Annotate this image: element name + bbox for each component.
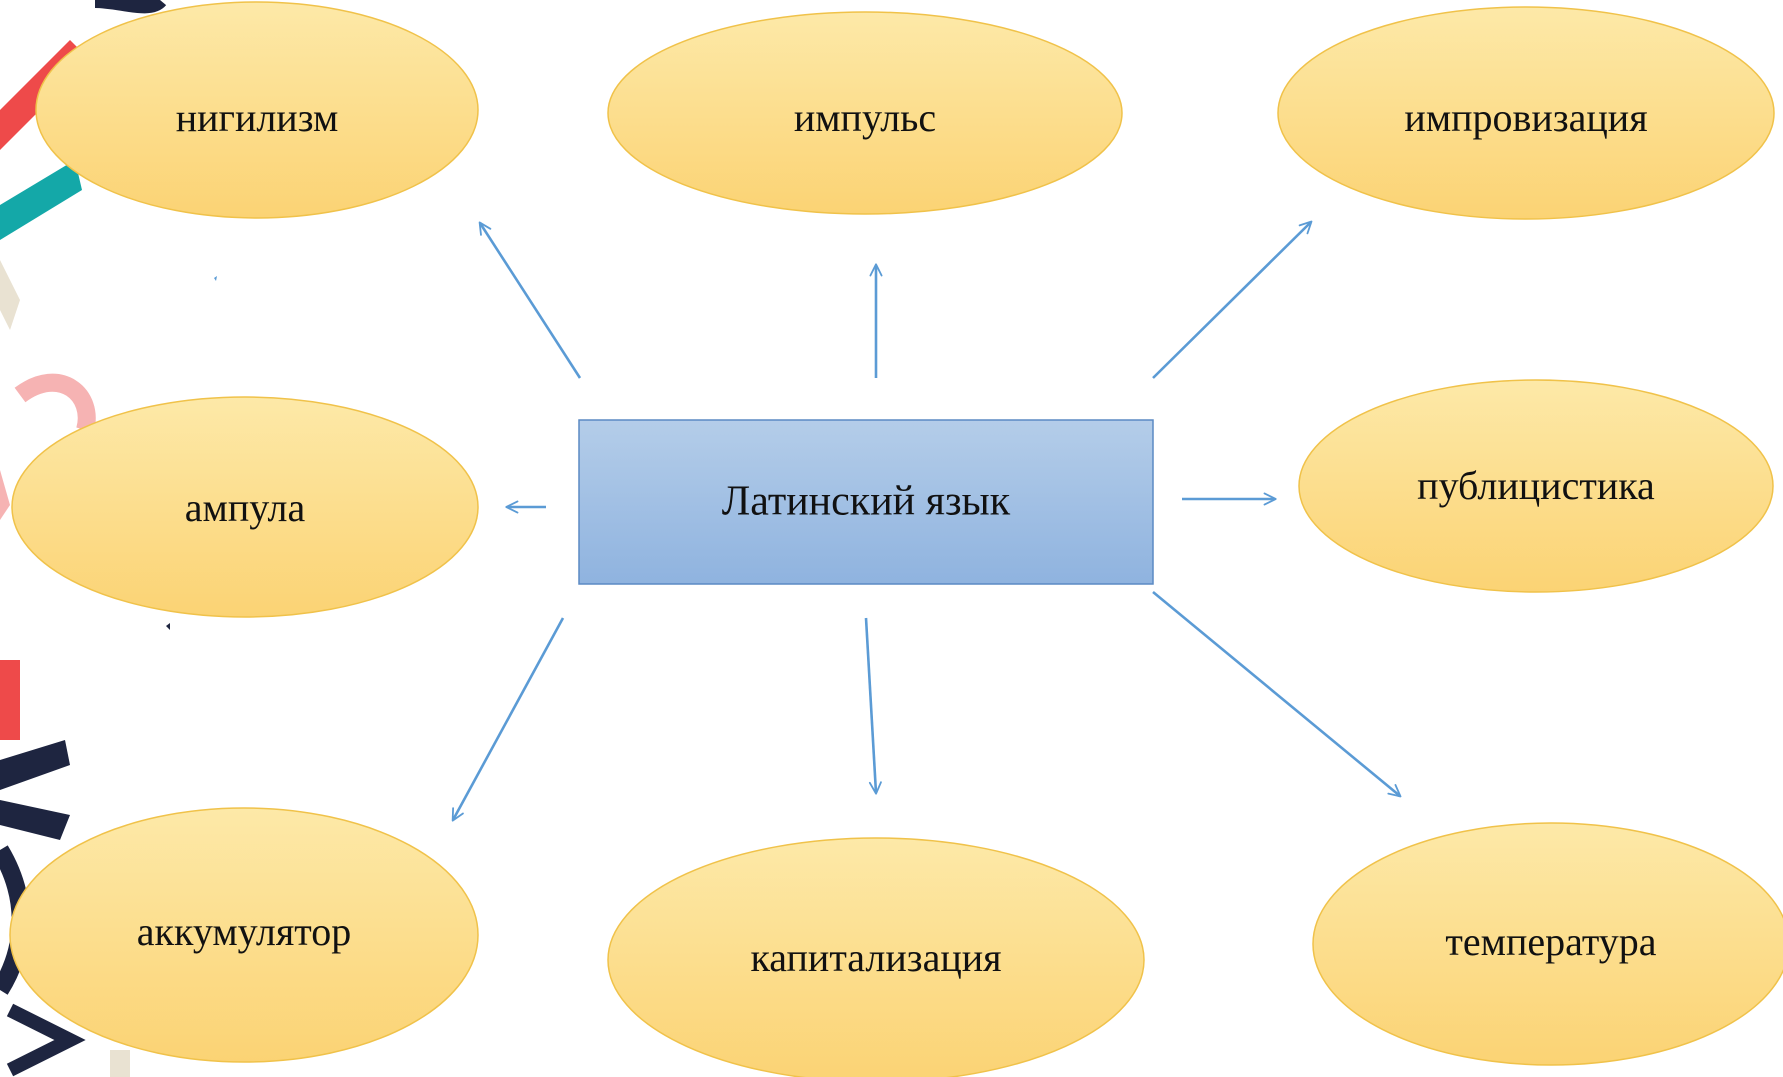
node-akkumulyator: аккумулятор	[9, 807, 479, 1063]
node-impuls: импульс	[607, 11, 1123, 215]
node-label: температура	[1445, 919, 1656, 964]
node-label: капитализация	[750, 935, 1001, 980]
node-ellipse	[607, 837, 1145, 1077]
center-box: Латинский язык	[578, 419, 1154, 585]
deco-beige-bottom	[110, 1050, 130, 1077]
node-label: аккумулятор	[137, 909, 351, 954]
node-improvizatsiya: импровизация	[1277, 6, 1775, 220]
node-label: импровизация	[1404, 95, 1647, 140]
node-ellipse	[1277, 6, 1775, 220]
node-label: нигилизм	[176, 95, 339, 140]
node-nigilizm: нигилизм	[35, 1, 479, 219]
center-label: Латинский язык	[722, 479, 1011, 525]
node-ellipse	[607, 11, 1123, 215]
deco-dot	[214, 276, 217, 281]
node-publitsistika: публицистика	[1298, 379, 1774, 593]
deco-teal-stroke	[0, 160, 82, 240]
deco-dot	[166, 623, 170, 630]
node-label: импульс	[794, 95, 936, 140]
node-ellipse	[11, 396, 479, 618]
deco-navy-stroke	[0, 740, 70, 790]
center-rect	[578, 419, 1154, 585]
arrow-to-kapitalizatsiya	[864, 617, 882, 795]
node-ellipse	[1298, 379, 1774, 593]
arrow-to-temperatura	[1152, 590, 1402, 798]
node-label: ампула	[185, 485, 306, 530]
node-ellipse	[35, 1, 479, 219]
arrow-to-nigilizm	[478, 221, 582, 379]
node-ellipse	[9, 807, 479, 1063]
node-ampula: ампула	[11, 396, 479, 618]
node-ellipse	[1312, 822, 1783, 1066]
deco-navy-wedge	[0, 800, 70, 840]
deco-red-bar	[0, 660, 20, 740]
node-temperatura: температура	[1312, 822, 1783, 1066]
arrow-to-akkumulyator	[451, 617, 565, 822]
deco-pink-arc	[14, 373, 96, 433]
deco-navy-arc	[94, 0, 167, 14]
node-label: публицистика	[1417, 463, 1655, 508]
connector-arrows	[451, 220, 1402, 822]
deco-pink-stroke	[0, 470, 10, 520]
background-decoration	[0, 0, 217, 1077]
deco-navy-angle	[6, 1003, 86, 1077]
deco-beige-stroke	[0, 260, 20, 330]
arrow-to-improvizatsiya	[1152, 220, 1313, 379]
node-kapitalizatsiya: капитализация	[607, 837, 1145, 1077]
